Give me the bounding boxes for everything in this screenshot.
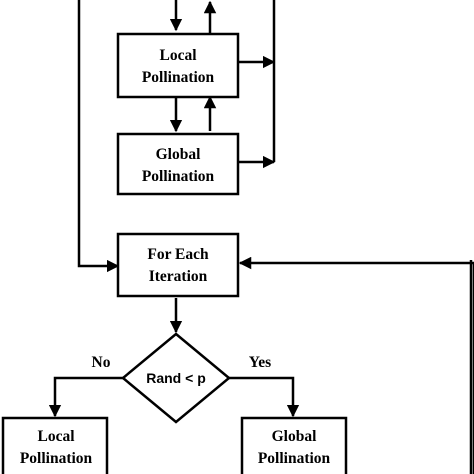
global-bottom-line2: Pollination: [258, 450, 331, 467]
global-top-line1: Global: [156, 146, 201, 163]
global-bottom-line1: Global: [272, 428, 317, 445]
left-loop-connector: [77, 0, 120, 273]
local-top-line2: Pollination: [142, 69, 215, 86]
right-feedback-loop: [238, 256, 474, 474]
edge-label-no: No: [92, 354, 111, 371]
arrow-decision-yes: [229, 376, 300, 418]
local-pollination-bottom-box: [1, 416, 109, 474]
local-pollination-top-box: [116, 32, 240, 99]
local-bottom-line1: Local: [37, 428, 75, 445]
edge-label-yes: Yes: [249, 354, 271, 371]
global-pollination-top-box: [116, 132, 240, 196]
decision-diamond: [121, 332, 231, 424]
for-each-iteration-box: [116, 232, 240, 298]
arrow-decision-no: [48, 376, 123, 418]
local-bottom-line2: Pollination: [20, 450, 93, 467]
global-top-line2: Pollination: [142, 168, 215, 185]
decision-label: Rand < p: [146, 370, 206, 386]
local-top-line1: Local: [159, 47, 197, 64]
iteration-line1: For Each: [147, 246, 209, 263]
global-pollination-bottom-box: [240, 416, 348, 474]
iteration-line2: Iteration: [149, 268, 208, 285]
